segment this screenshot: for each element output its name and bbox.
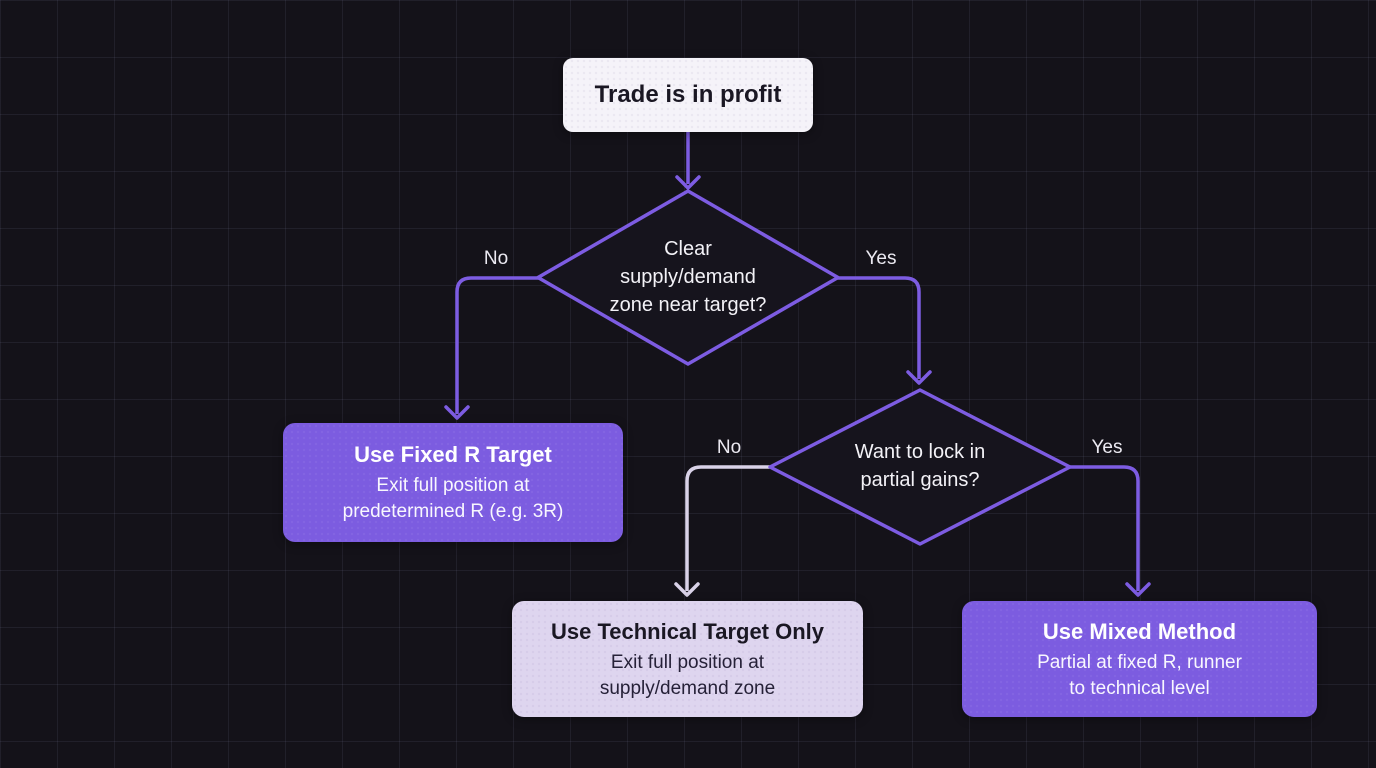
- node-fixed-r-subtitle: Exit full position at predetermined R (e…: [342, 475, 564, 522]
- edge-decision1-no: [455, 276, 540, 414]
- edge-label-decision1-no: No: [483, 248, 509, 269]
- arrowhead-decision1-icon: [675, 175, 701, 190]
- decision2-question: Want to lock in partial gains?: [854, 441, 986, 491]
- decision2-diamond: [768, 388, 1072, 546]
- arrowhead-technical-icon: [674, 582, 700, 597]
- edge-label-decision1-yes: Yes: [865, 248, 897, 269]
- arrowhead-fixed-r-icon: [444, 405, 470, 420]
- arrowhead-decision2-icon: [906, 370, 932, 385]
- node-technical-target: Use Technical Target Only Exit full posi…: [512, 601, 863, 717]
- node-start-label: Trade is in profit: [594, 81, 782, 108]
- decision1-diamond: [536, 189, 840, 366]
- edge-label-decision2-yes: Yes: [1091, 437, 1123, 458]
- edge-label-decision2-no: No: [716, 437, 742, 458]
- node-fixed-r-target: Use Fixed R Target Exit full position at…: [283, 423, 623, 542]
- edge-decision2-no: [685, 465, 772, 591]
- node-mixed-method: Use Mixed Method Partial at fixed R, run…: [962, 601, 1317, 717]
- arrowhead-mixed-icon: [1125, 582, 1151, 597]
- edge-decision2-yes: [1068, 465, 1140, 591]
- node-technical-subtitle: Exit full position at supply/demand zone: [599, 651, 776, 699]
- node-start: Trade is in profit: [563, 58, 813, 132]
- node-fixed-r-title: Use Fixed R Target: [354, 442, 552, 467]
- node-mixed-subtitle: Partial at fixed R, runner to technical …: [1037, 651, 1242, 699]
- edge-decision1-yes: [836, 276, 921, 379]
- decision1-question: Clear supply/demand zone near target?: [609, 238, 767, 316]
- node-technical-title: Use Technical Target Only: [550, 618, 825, 644]
- node-mixed-title: Use Mixed Method: [1042, 618, 1237, 644]
